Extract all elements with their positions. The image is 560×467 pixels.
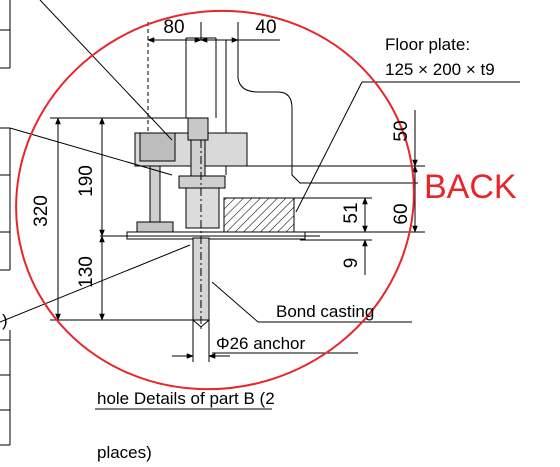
dim-190: 190 — [76, 165, 97, 197]
floor-plate-block — [223, 197, 295, 233]
side-paren: ) — [2, 311, 8, 330]
left-table-frame — [0, 0, 11, 446]
dim-60: 60 — [391, 203, 412, 224]
leader-lines — [0, 0, 520, 410]
dim-51: 51 — [341, 202, 362, 223]
back-label: BACK — [424, 168, 517, 206]
dim-80: 80 — [163, 17, 184, 38]
dim-40: 40 — [255, 17, 276, 38]
dim-9: 9 — [341, 258, 362, 269]
dimension-lines — [50, 22, 425, 362]
dim-50: 50 — [391, 120, 412, 141]
bond-casting-label: Bond casting — [276, 302, 374, 321]
floor-plate-label: Floor plate: — [385, 35, 470, 54]
caption-line-2: places) — [97, 443, 152, 462]
caption-line-1: hole Details of part B (2 — [97, 389, 275, 408]
anchor-label: Φ26 anchor — [216, 334, 306, 353]
dim-320: 320 — [31, 195, 52, 227]
floor-plate-size-label: 125 × 200 × t9 — [385, 60, 495, 79]
dim-130: 130 — [76, 256, 97, 288]
highlight-ellipse — [15, 9, 415, 391]
anchor-bolt — [192, 140, 210, 330]
